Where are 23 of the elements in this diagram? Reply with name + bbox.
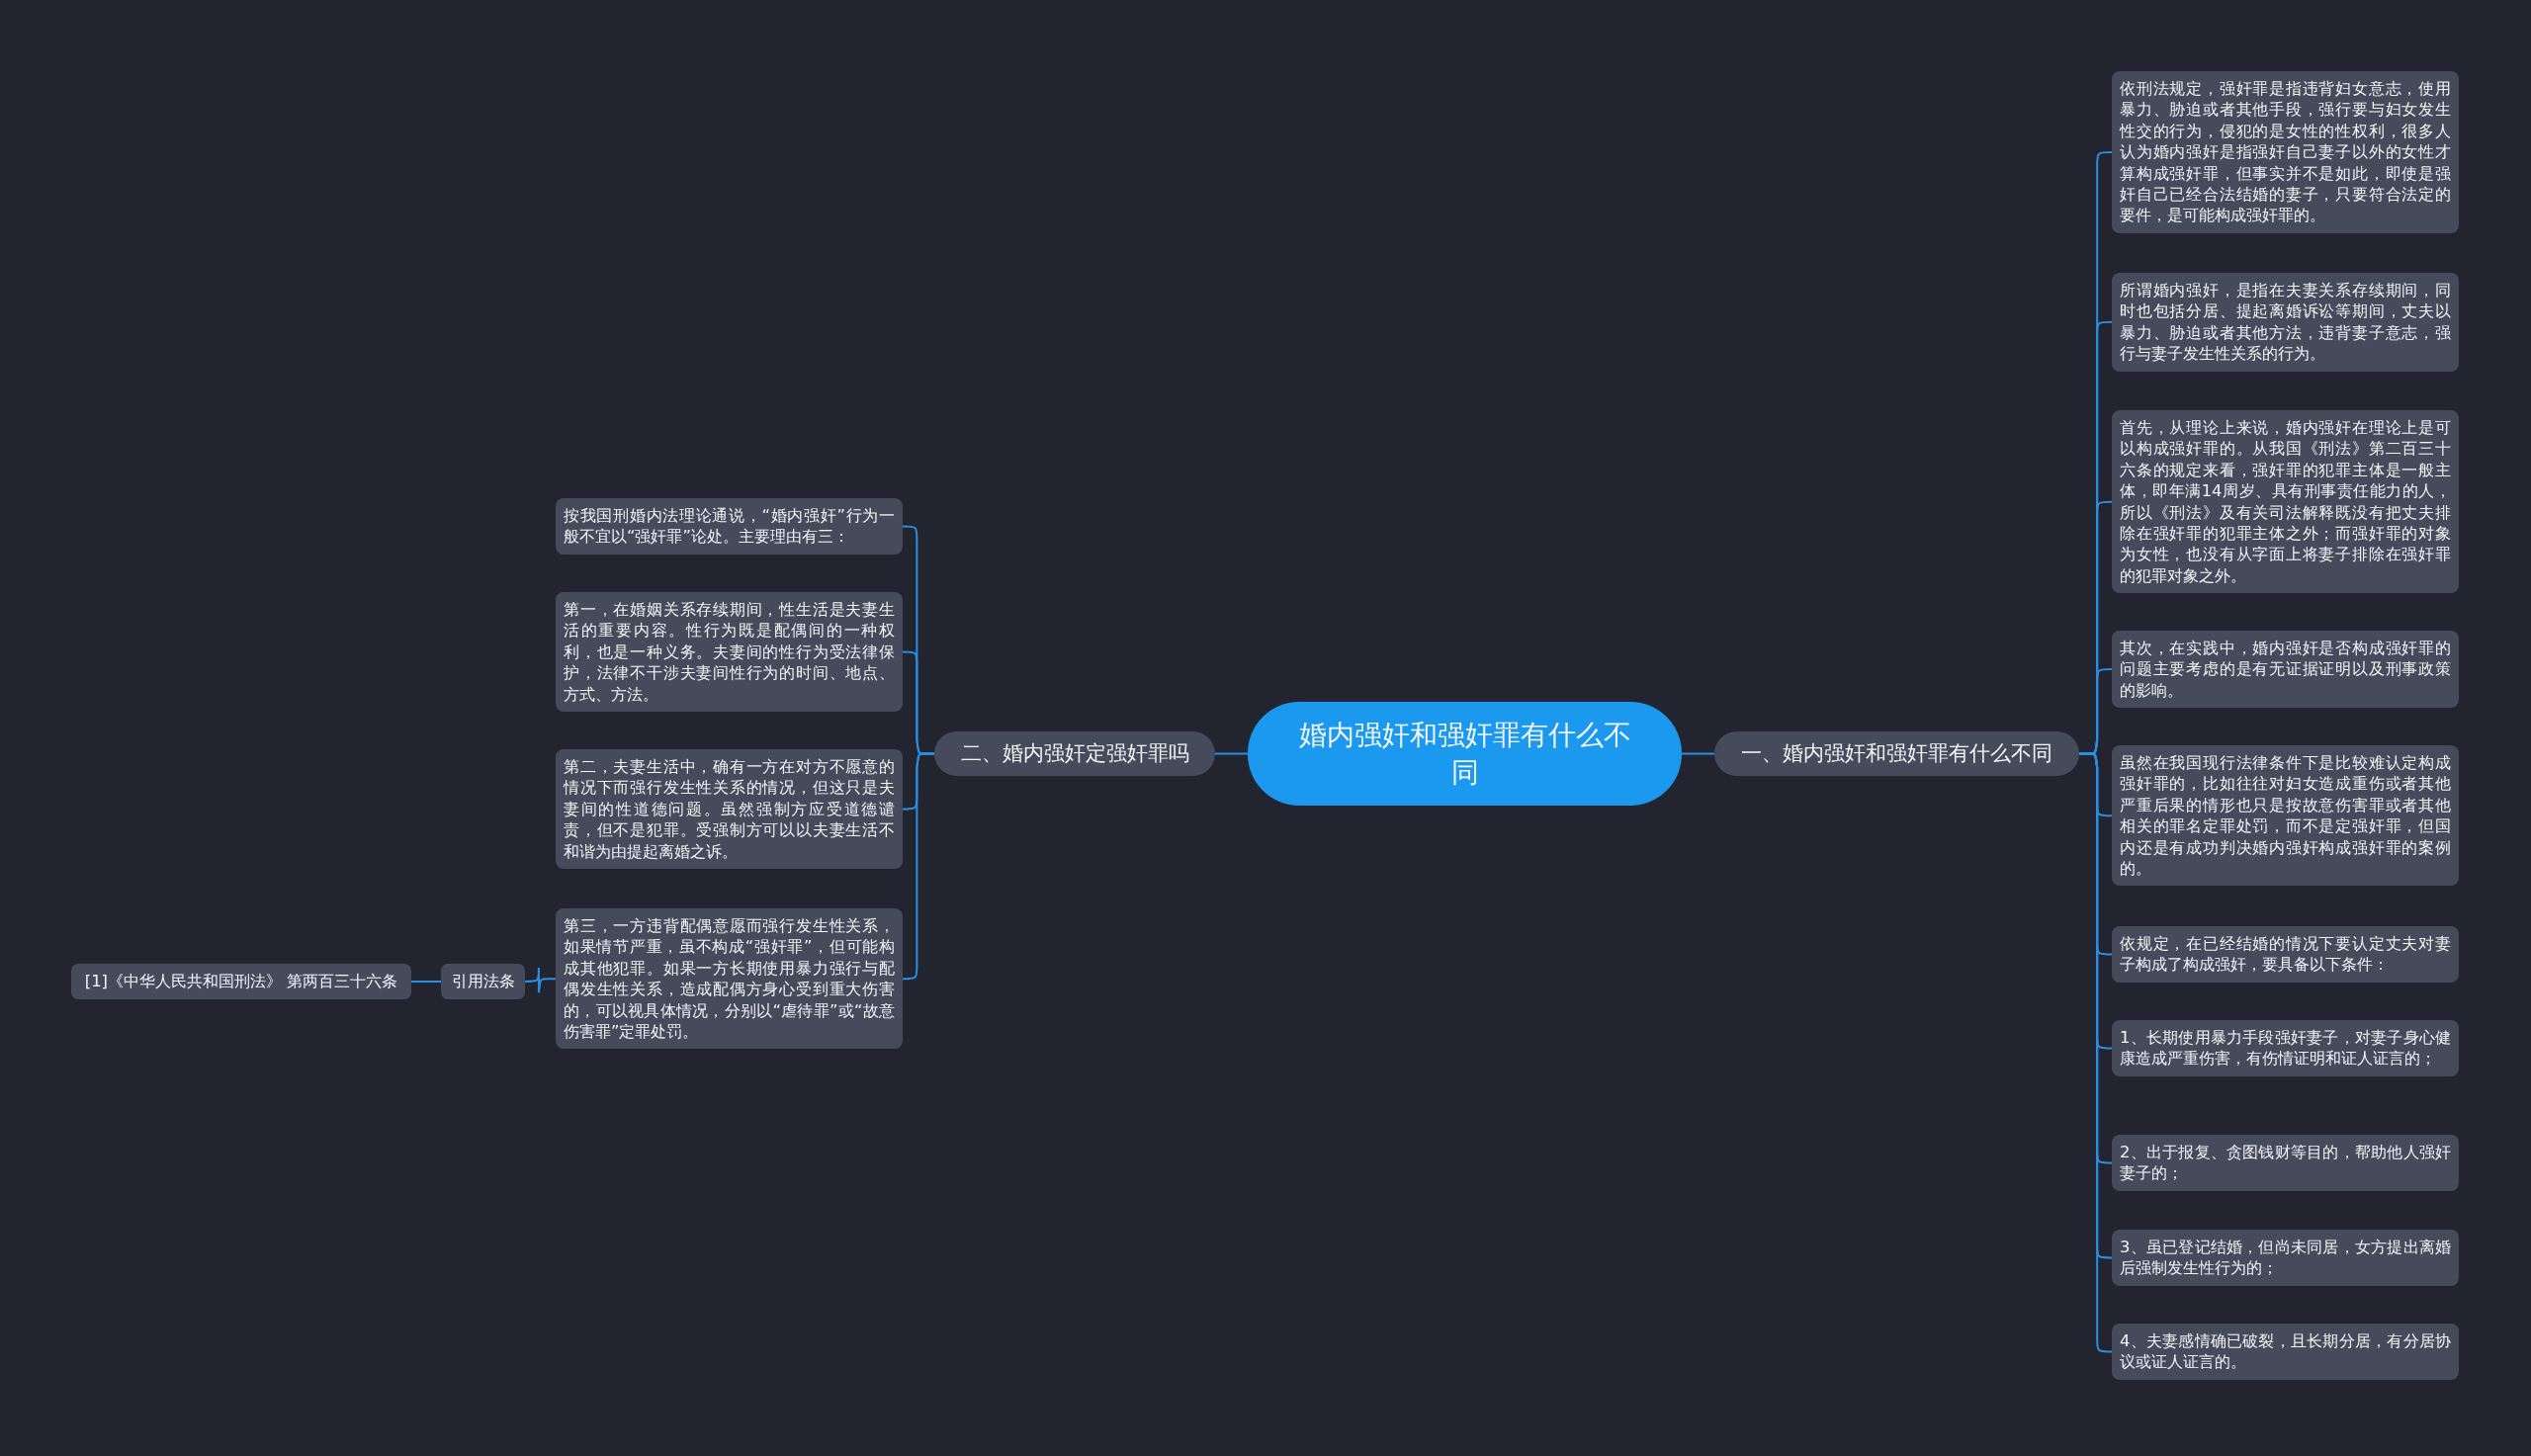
text-card: 其次，在实践中，婚内强奸是否构成强奸罪的问题主要考虑的是有无证据证明以及刑事政策的影响。 bbox=[2112, 631, 2459, 709]
text-card: 第三，一方违背配偶意愿而强行发生性关系，如果情节严重，虽不构成“强奸罪”，但可能构成其他犯罪。如果一方长期使用暴力强行与配偶发生性关系，造成配偶方身心受到重大伤害的，可以视具体情况，分别以“虐待罪”或“故意伤害罪”定罪处罚。 bbox=[556, 908, 903, 1050]
connector bbox=[1681, 752, 1715, 755]
reference-box: [1]《中华人民共和国刑法》 第两百三十六条 bbox=[71, 964, 411, 999]
text-card: 2、出于报复、贪图钱财等目的，帮助他人强奸妻子的； bbox=[2112, 1135, 2459, 1191]
connector bbox=[1214, 752, 1249, 755]
text-card: 按我国刑婚内法理论通说，“婚内强奸”行为一般不宜以“强奸罪”论处。主要理由有三： bbox=[556, 498, 903, 555]
text-card: 首先，从理论上来说，婚内强奸在理论上是可以构成强奸罪的。从我国《刑法》第二百三十六条的规定来看，强奸罪的犯罪主体是一般主体，即年满14周岁、具有刑事责任能力的人，所以《刑法》及有关司法解释既没有把丈夫排除在强奸罪的犯罪主体之外；而强奸罪的对象为女性，也没有从字面上将妻子排除在强奸罪的犯罪对象之外。 bbox=[2112, 410, 2459, 594]
central-topic: 婚内强奸和强奸罪有什么不同 bbox=[1248, 702, 1682, 806]
topic-box: 引用法条 bbox=[441, 964, 525, 999]
text-card: 3、虽已登记结婚，但尚未同居，女方提出离婚后强制发生性行为的； bbox=[2112, 1230, 2459, 1286]
text-card: 依刑法规定，强奸罪是指违背妇女意志，使用暴力、胁迫或者其他手段，强行要与妇女发生性交的行为，侵犯的是女性的性权利，很多人认为婚内强奸是指强奸自己妻子以外的女性才算构成强奸罪，但事实并不是如此，即使是强奸自己已经合法结婚的妻子，只要符合法定的要件，是可能构成强奸罪的。 bbox=[2112, 71, 2459, 233]
branch-topic: 二、婚内强奸定强奸罪吗 bbox=[934, 731, 1215, 776]
text-card: 依规定，在已经结婚的情况下要认定丈夫对妻子构成了构成强奸，要具备以下条件： bbox=[2112, 926, 2459, 983]
branch-topic: 一、婚内强奸和强奸罪有什么不同 bbox=[1714, 731, 2079, 776]
connector bbox=[524, 967, 557, 994]
text-card: 第二，夫妻生活中，确有一方在对方不愿意的情况下而强行发生性关系的情况，但这只是夫妻间的性道德问题。虽然强制方应受道德谴责，但不是犯罪。受强制方可以以夫妻生活不和谐为由提起离婚之诉。 bbox=[556, 749, 903, 870]
text-card: 虽然在我国现行法律条件下是比较难认定构成强奸罪的，比如往往对妇女造成重伤或者其他严重后果的情形也只是按故意伤害罪或者其他相关的罪名定罪处罚，而不是定强奸罪，但国内还是有成功判决婚内强奸构成强奸罪的案例的。 bbox=[2112, 745, 2459, 887]
text-card: 4、夫妻感情确已破裂，且长期分居，有分居协议或证人证言的。 bbox=[2112, 1324, 2459, 1380]
text-card: 第一，在婚姻关系存续期间，性生活是夫妻生活的重要内容。性行为既是配偶间的一种权利，也是一种义务。夫妻间的性行为受法律保护，法律不干涉夫妻间性行为的时间、地点、方式、方法。 bbox=[556, 592, 903, 713]
text-card: 1、长期使用暴力手段强奸妻子，对妻子身心健康造成严重伤害，有伤情证明和证人证言的； bbox=[2112, 1020, 2459, 1076]
text-card: 所谓婚内强奸，是指在夫妻关系存续期间，同时也包括分居、提起离婚诉讼等期间，丈夫以暴力、胁迫或者其他方法，违背妻子意志，强行与妻子发生性关系的行为。 bbox=[2112, 273, 2459, 372]
connector bbox=[410, 981, 442, 983]
